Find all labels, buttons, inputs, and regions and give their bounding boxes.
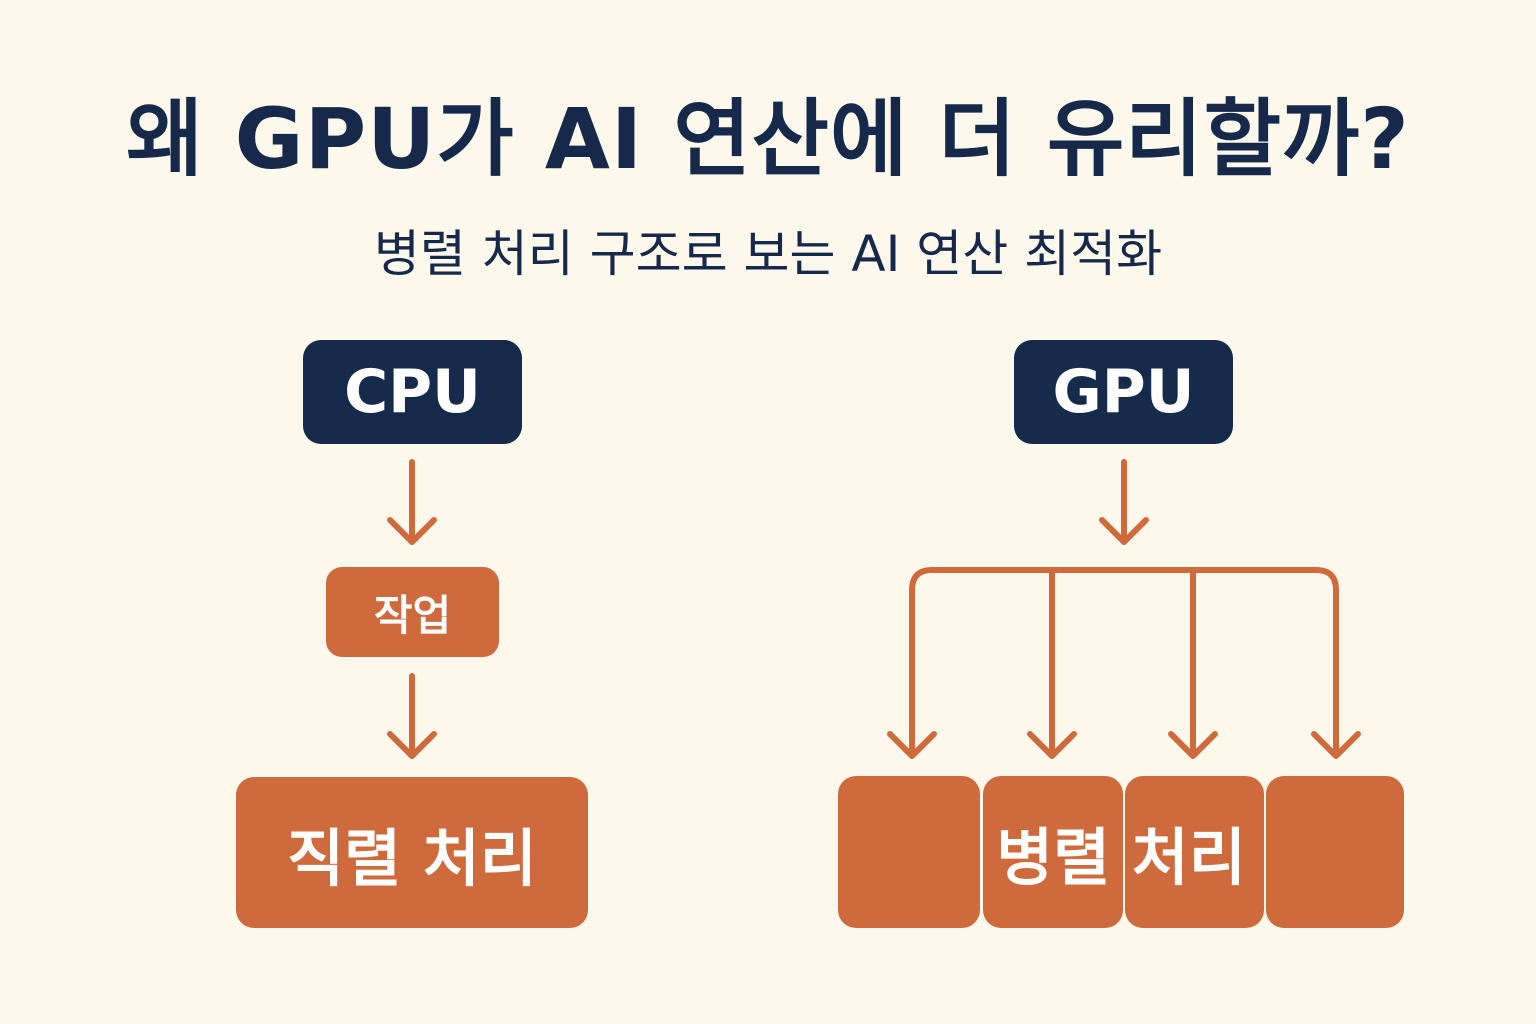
arrow-gpu-down [1099,459,1149,545]
parallel-unit-2 [983,776,1123,928]
parallel-processing-label: 병렬 처리 [996,821,1246,894]
parallel-unit-1 [838,776,980,928]
branch-bus [909,567,1339,755]
page-subtitle: 병렬 처리 구조로 보는 AI 연산 최적화 [373,225,1163,283]
arrowhead-branch-3 [1168,731,1218,759]
arrow-cpu-to-task [387,459,437,545]
task-box: 작업 [326,567,499,657]
parallel-unit-3 [1125,776,1264,928]
arrow-task-to-serial [387,673,437,759]
parallel-unit-4 [1266,776,1404,928]
arrowhead-branch-1 [887,731,937,759]
page-title: 왜 GPU가 AI 연산에 더 유리할까? [126,90,1410,188]
cpu-box: CPU [303,340,522,444]
arrowhead-branch-2 [1027,731,1077,759]
arrowhead-branch-4 [1311,731,1361,759]
serial-processing-box: 직렬 처리 [236,777,588,928]
gpu-box: GPU [1014,340,1233,444]
